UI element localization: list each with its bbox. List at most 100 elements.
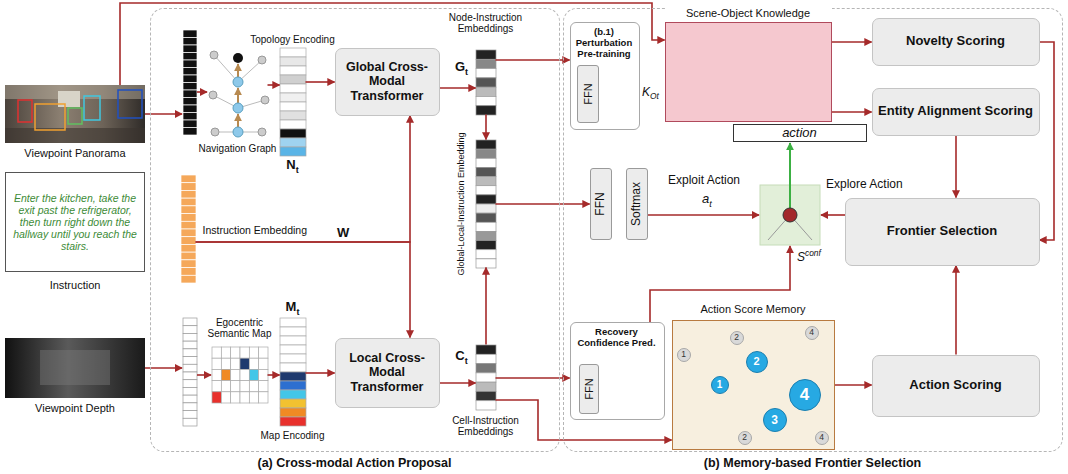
feature-cell <box>280 57 306 66</box>
arrow-line <box>237 88 239 103</box>
feature-cell <box>280 66 306 75</box>
map-cell <box>221 358 230 369</box>
feature-cell <box>181 183 196 191</box>
depth-image <box>40 350 110 385</box>
node-text: 4 <box>809 328 814 337</box>
map-cell <box>221 347 230 358</box>
map-cell <box>221 381 230 392</box>
decision-dot <box>783 208 797 222</box>
feature-cell <box>476 59 496 68</box>
node-text: Action Scoring <box>909 378 1001 393</box>
connector <box>268 374 280 376</box>
node-text: action <box>782 125 817 140</box>
layer-box: FFN <box>579 364 599 414</box>
node-text: (b.1) Perturbation Pre-training <box>571 26 638 59</box>
connector <box>440 87 476 89</box>
node-text: 1 <box>717 380 723 390</box>
graph-node: 2 <box>730 331 744 345</box>
feature-cell <box>181 206 196 214</box>
text-part: t <box>465 66 468 76</box>
feature-cell <box>476 106 496 115</box>
feature-cell <box>476 204 496 213</box>
feature-cell <box>476 149 496 158</box>
graph-node: 1 <box>677 348 691 362</box>
graph-node: 2 <box>746 351 768 373</box>
node-text: FFN <box>582 83 595 104</box>
feature-cell <box>280 399 306 408</box>
feature-cell <box>183 357 197 365</box>
feature-cell <box>476 391 496 400</box>
node-text: Novelty Scoring <box>906 34 1005 49</box>
map-cell <box>212 381 221 392</box>
feature-cell <box>183 380 197 388</box>
feature-cell <box>280 363 306 372</box>
feature-cell <box>476 373 496 382</box>
map-cell <box>249 392 258 403</box>
annotation: W <box>337 226 349 241</box>
feature-cell <box>280 417 306 426</box>
map-cell <box>249 358 258 369</box>
panel-frame: (b) Memory-based Frontier Selection(b.1)… <box>563 8 1063 452</box>
map-cell <box>249 381 258 392</box>
feature-cell <box>183 387 197 395</box>
graph-node: 4 <box>815 431 829 445</box>
text-part: M <box>286 299 297 314</box>
feature-cell <box>181 260 196 268</box>
feature-cell <box>181 198 196 206</box>
feature-cell <box>183 45 197 53</box>
text-part: t <box>465 355 468 365</box>
connector <box>268 84 280 86</box>
node-text: 2 <box>742 433 747 442</box>
map-cell <box>240 358 249 369</box>
feature-cell <box>476 382 496 391</box>
graph-node: 3 <box>763 408 787 432</box>
feature-cell <box>183 68 197 76</box>
node-text: Instruction <box>5 279 145 292</box>
arrow-line <box>197 374 211 376</box>
text-part: t <box>296 306 299 316</box>
feature-cell <box>181 221 196 229</box>
feature-cell <box>280 102 306 111</box>
arrow-line <box>197 91 207 93</box>
feature-block: Global-Local-Instruction Embedding <box>476 140 496 268</box>
node-text: Local Cross-Modal Transformer <box>340 351 435 394</box>
annotation: KOt <box>642 86 659 102</box>
feature-cell <box>280 138 306 147</box>
node-text: Map Encoding <box>253 430 333 442</box>
map-cell <box>249 369 258 380</box>
node-text: Viewpoint Depth <box>5 402 145 415</box>
arrow-line <box>821 214 845 216</box>
feature-cell <box>181 214 196 222</box>
feature-cell <box>183 333 197 341</box>
graph-dot <box>233 103 243 113</box>
feature-cell <box>280 318 306 327</box>
bounding-box <box>84 96 100 120</box>
feature-cell <box>280 75 306 84</box>
node-text: Action Score Memory <box>672 303 835 316</box>
node-text: Global-Local-Instruction Embedding <box>455 132 465 275</box>
feature-cell <box>181 275 196 283</box>
text-part: Ot <box>650 91 659 101</box>
feature-block: MtMap Encoding <box>280 318 306 426</box>
feature-cell <box>183 83 197 91</box>
map-cell <box>212 347 221 358</box>
feature-cell <box>476 186 496 195</box>
connector <box>496 203 590 205</box>
feature-cell <box>280 345 306 354</box>
text-part: t <box>709 199 712 209</box>
feature-cell <box>183 98 197 106</box>
layer-box: Softmax <box>626 168 648 240</box>
graph-dot <box>233 77 243 87</box>
node-text: 3 <box>771 414 778 426</box>
bounding-box <box>68 108 82 124</box>
annotation: Explore Action <box>826 178 903 192</box>
graph-dot <box>210 51 218 59</box>
process-box: Frontier Selection <box>845 198 1040 266</box>
graph-node: 1 <box>711 376 729 394</box>
layer-box: FFN <box>577 65 599 123</box>
arrow-line <box>789 143 791 208</box>
feature-cell <box>476 50 496 59</box>
feature-cell <box>183 128 197 136</box>
arrow-line <box>648 214 759 216</box>
node-text: Nt <box>273 158 313 175</box>
